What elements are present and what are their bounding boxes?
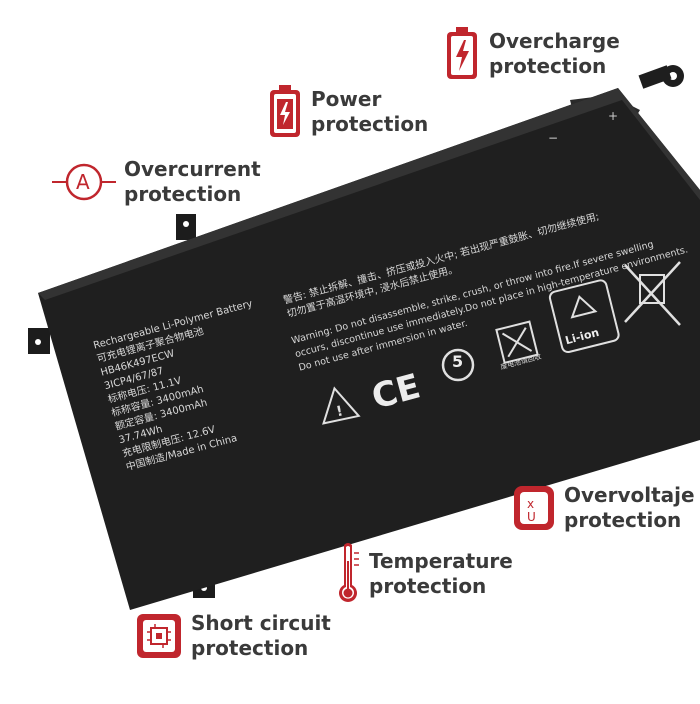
ammeter-icon: A	[52, 157, 116, 207]
warning-triangle-icon: !	[322, 386, 361, 425]
chip-icon	[135, 612, 183, 660]
feature-power: Power protection	[267, 83, 428, 141]
recycle-box-icon	[548, 279, 620, 354]
thermometer-icon	[335, 541, 361, 607]
feature-label: Overvoltaje protection	[564, 483, 695, 532]
china-recycling-icon	[495, 320, 539, 365]
battery-bolt-icon	[443, 25, 481, 83]
feature-label: Overcurrent protection	[124, 157, 261, 206]
svg-text:+: +	[608, 109, 618, 123]
feature-overcharge: Overcharge protection	[443, 25, 620, 83]
feature-short-circuit: Short circuit protection	[135, 611, 331, 661]
svg-text:A: A	[76, 170, 90, 194]
voltmeter-icon: x U	[512, 484, 556, 532]
feature-overcurrent: A Overcurrent protection	[52, 157, 261, 207]
crossed-bin-icon	[624, 261, 681, 326]
feature-label: Overcharge protection	[489, 29, 620, 78]
svg-text:−: −	[548, 131, 558, 145]
feature-overvoltage: x U Overvoltaje protection	[512, 483, 695, 533]
feature-temperature: Temperature protection	[335, 541, 513, 607]
svg-text:!: !	[335, 403, 345, 420]
svg-text:x: x	[527, 497, 534, 511]
battery-power-icon	[267, 83, 303, 141]
ce-mark: CE	[367, 366, 425, 418]
feature-label: Short circuit protection	[191, 611, 331, 660]
svg-text:U: U	[527, 510, 536, 524]
feature-label: Power protection	[311, 87, 429, 136]
number-mark-icon	[441, 348, 475, 382]
battery-body	[38, 88, 700, 610]
feature-label: Temperature protection	[369, 549, 513, 598]
number-mark: 5	[452, 352, 464, 371]
